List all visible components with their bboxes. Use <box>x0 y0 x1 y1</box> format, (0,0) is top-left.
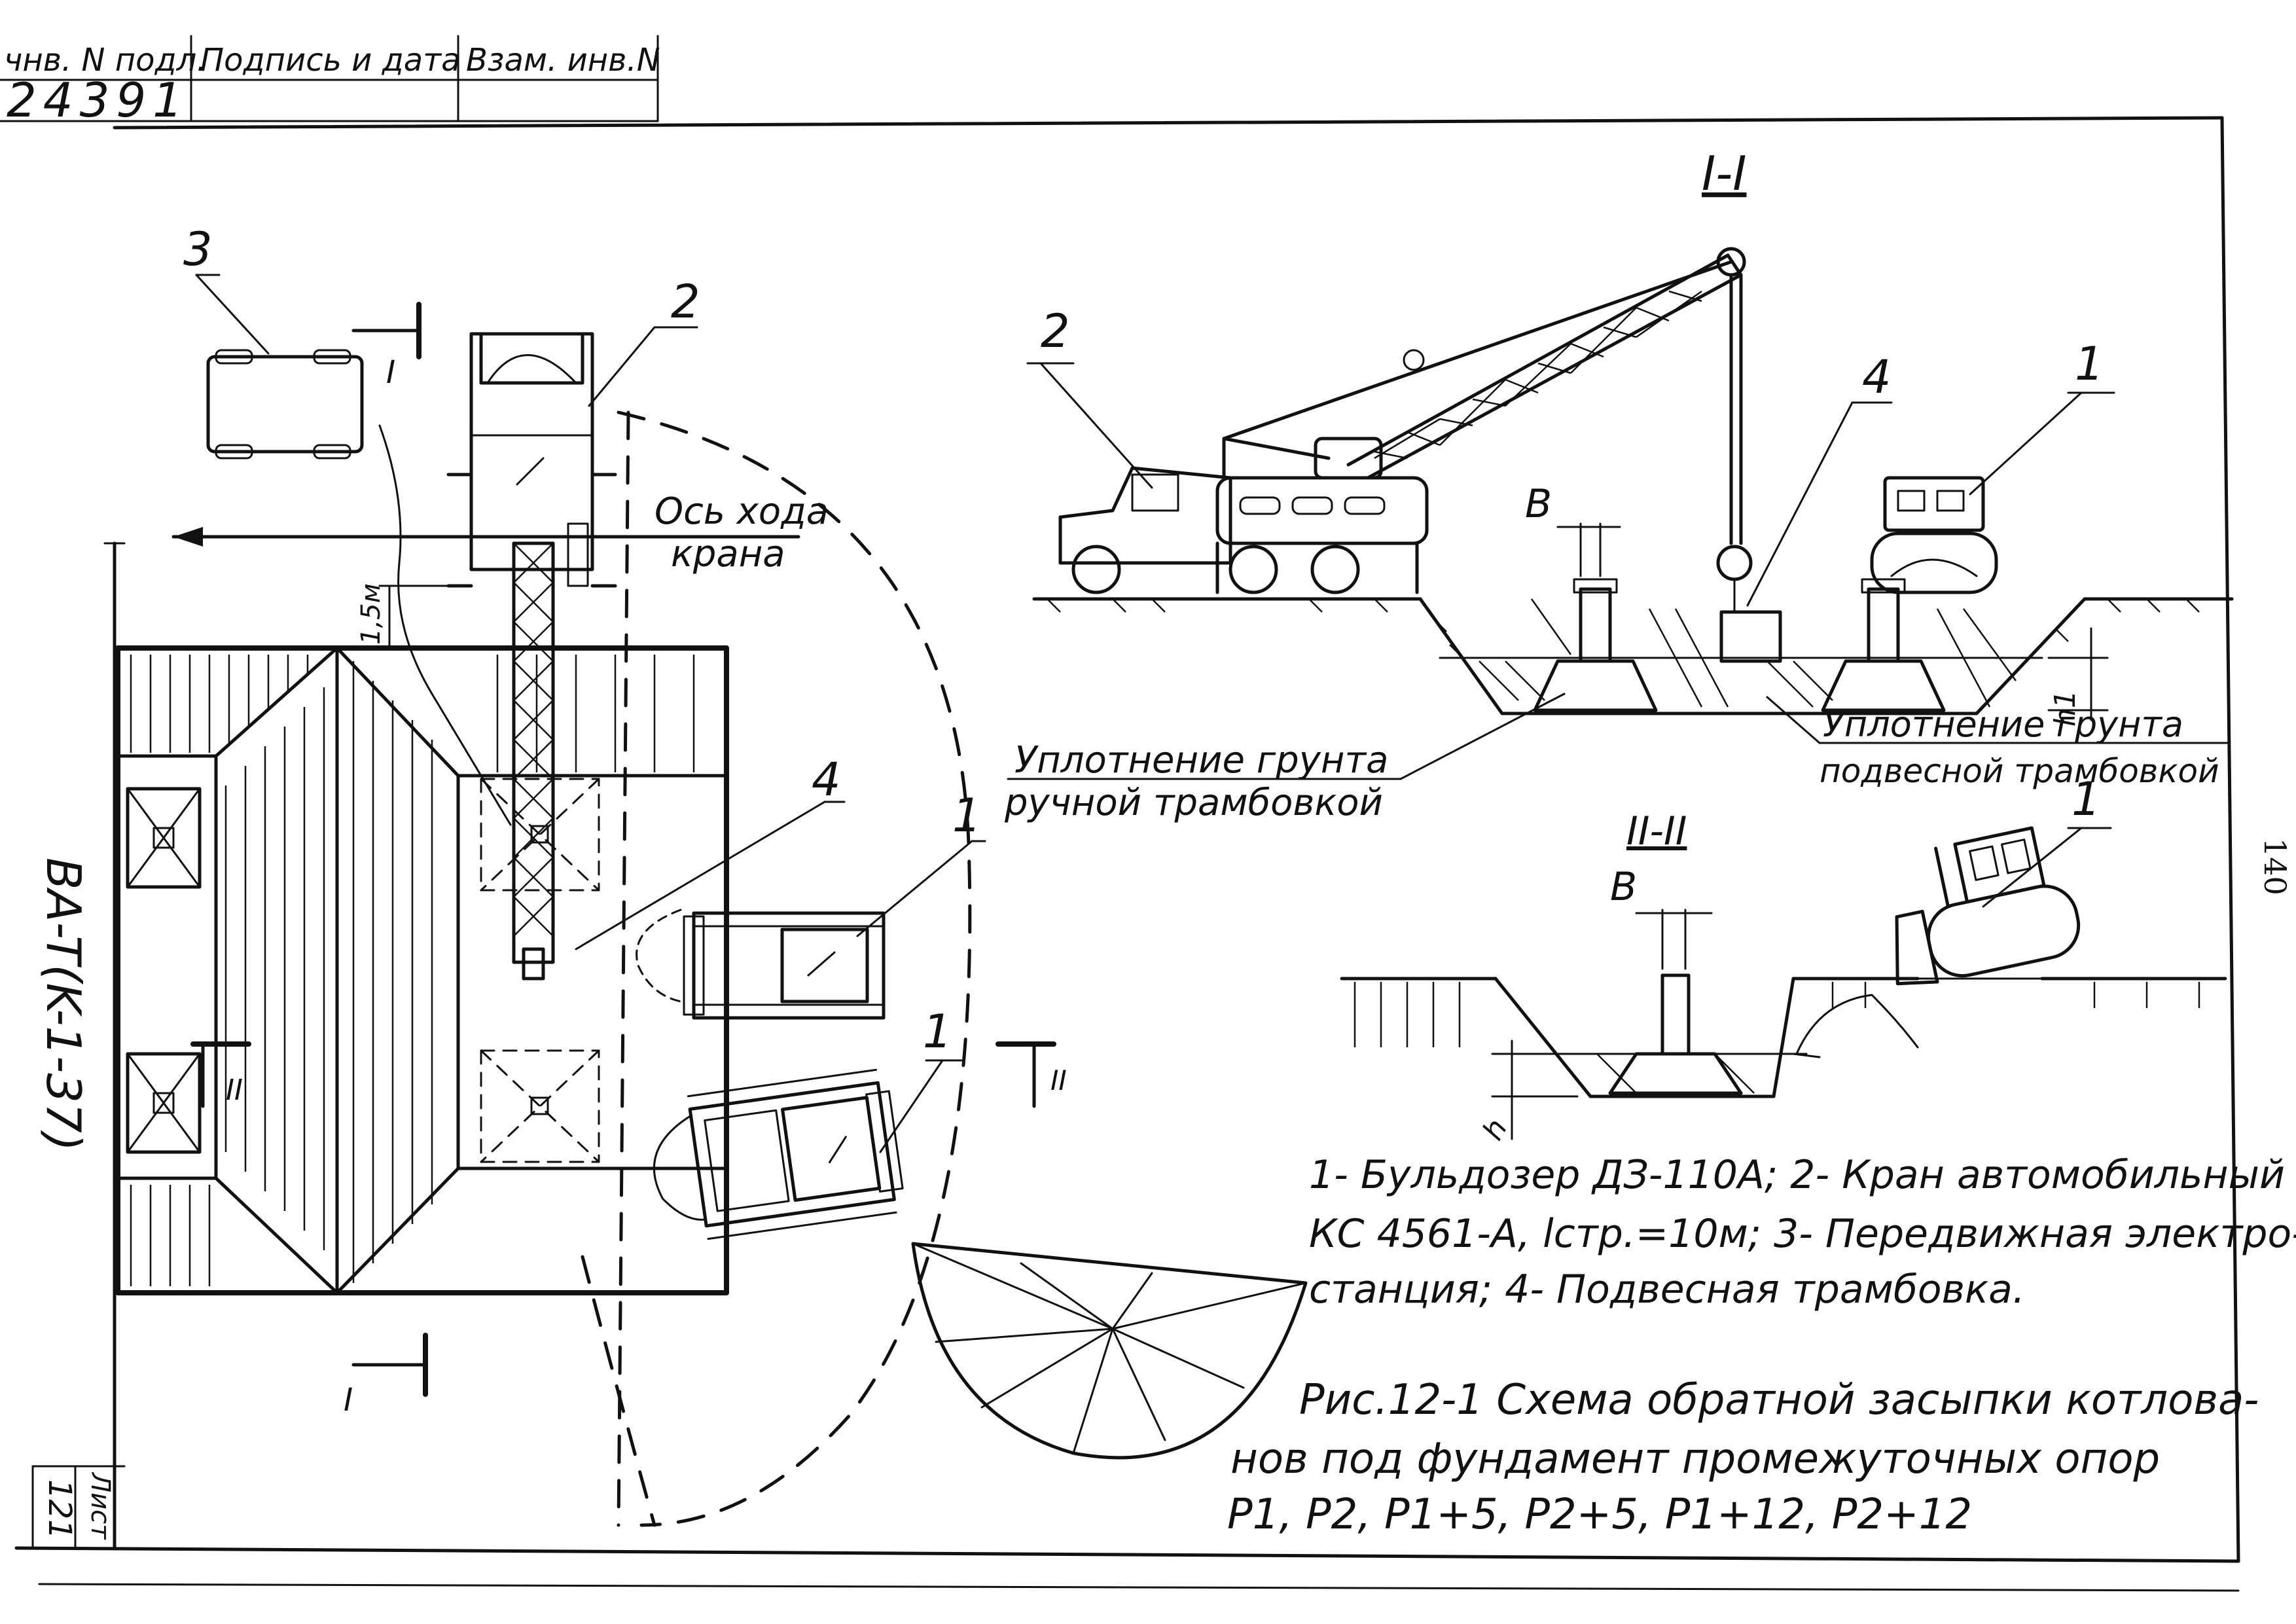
dimension-b-II-label: B <box>1610 864 1637 910</box>
footing-pad-center-upper <box>480 778 600 892</box>
sheet-corner-block: Лист 121 <box>31 1465 126 1549</box>
figure-caption: Рис.12-1 Схема обратной засыпки котлова-… <box>1227 1376 2259 1539</box>
section-I-top-label: I <box>386 354 395 391</box>
section-II-title: II-II <box>1626 808 1687 854</box>
ground-hatch-II <box>1354 982 2200 1047</box>
section-II-view: II-II <box>1340 772 2227 1146</box>
section-I-title: I-I <box>1702 146 1746 201</box>
section-mark-II-left: II <box>190 1041 251 1108</box>
title-stamp: чнв. N подл. Подпись и дата Взам. инв.N … <box>0 35 660 128</box>
section-I-bottom-label: I <box>344 1382 353 1418</box>
legend-line-1: 1- Бульдозер ДЗ-110А; 2- Кран автомобиль… <box>1309 1152 2285 1198</box>
section-mark-I-top: I <box>351 302 422 391</box>
footing-section-II <box>1596 973 1755 1095</box>
bulldozer-side-II <box>1895 826 2081 986</box>
note-hand-compaction-2: ручной трамбовкой <box>1004 782 1383 824</box>
note-hung-compaction-1: Уплотнение грунта <box>1823 704 2183 745</box>
stamp-inventory-header: чнв. N подл. <box>4 42 207 79</box>
bulldozer-side-I <box>1870 476 1998 594</box>
section-II-right-label: II <box>1050 1064 1067 1096</box>
page-number: 140 <box>2257 838 2293 895</box>
bulldozer-plan-upper <box>636 909 886 1020</box>
dimension-h-II-label: h <box>1476 1113 1514 1146</box>
ground-hatch-I <box>1047 598 2200 659</box>
stamp-inventory-number: 24391 <box>7 73 189 128</box>
legend: 1- Бульдозер ДЗ-110А; 2- Кран автомобиль… <box>1309 1152 2296 1312</box>
section-mark-I-bottom: I <box>344 1333 428 1418</box>
footing-pad-left-lower <box>126 1052 202 1154</box>
sheet-number: 121 <box>41 1479 78 1540</box>
slope-hatching <box>130 655 695 1286</box>
suspended-tamper <box>1719 610 1782 663</box>
legend-line-2: КС 4561-А, lстр.=10м; 3- Передвижная эле… <box>1309 1211 2296 1257</box>
plan-label-item-1-lower: 1 <box>923 1005 952 1058</box>
caption-line-3: Р1, Р2, Р1+5, Р2+5, Р1+12, Р2+12 <box>1227 1490 1972 1539</box>
plan-view: Ось хода крана 1,5м I I II <box>115 223 1308 1527</box>
note-hand-compaction-1: Уплотнение грунта <box>1014 739 1388 782</box>
dimension-h1-I-label: h1 <box>2049 690 2082 727</box>
footing-section-right <box>1821 578 1946 712</box>
section-II-left-label: II <box>226 1074 243 1107</box>
compaction-fan-area <box>911 1242 1308 1460</box>
crane-truck-plan <box>446 332 617 981</box>
plan-label-item-3: 3 <box>183 223 213 276</box>
dimension-offset: 1,5м <box>356 583 473 649</box>
section-I-label-item-1: 1 <box>2075 337 2104 391</box>
caption-line-2: нов под фундамент промежуточных опор <box>1230 1435 2160 1483</box>
plan-label-item-4: 4 <box>812 753 841 806</box>
dimension-h-II: h <box>1476 1039 1579 1146</box>
dimension-h1-I: h1 <box>2047 627 2109 727</box>
dimension-b-II: B <box>1610 864 1713 970</box>
crane-truck-side <box>1058 247 1753 613</box>
dimension-b-I-label: B <box>1525 481 1552 527</box>
margin-document-code: BA-T(K-1-37) <box>36 857 91 1151</box>
stamp-replacement-header: Взам. инв.N <box>466 42 660 79</box>
section-I-label-item-4: 4 <box>1862 350 1892 404</box>
section-I-view: I-I <box>1004 146 2234 824</box>
crane-axis-label-1: Ось хода <box>655 490 829 533</box>
section-mark-II-right: II <box>996 1041 1067 1108</box>
plan-label-item-2: 2 <box>671 275 700 329</box>
note-hung-compaction-2: подвесной трамбовкой <box>1820 752 2219 790</box>
plan-label-item-1-upper: 1 <box>952 789 982 842</box>
stamp-signature-header: Подпись и дата <box>200 42 461 79</box>
caption-line-1: Рис.12-1 Схема обратной засыпки котлова- <box>1299 1376 2259 1424</box>
crane-axis-label-2: крана <box>671 533 785 575</box>
dimension-offset-label: 1,5м <box>356 583 386 645</box>
crane-axis: Ось хода крана <box>171 490 829 575</box>
footing-pad-left-upper <box>126 787 202 889</box>
dimension-b-I: B <box>1525 481 1621 577</box>
crane-swing-arc <box>617 410 972 1527</box>
section-I-label-item-2: 2 <box>1041 304 1070 358</box>
backfill-hatch-I <box>1479 598 2017 708</box>
footing-section-left <box>1533 578 1658 712</box>
power-station-plan <box>206 349 512 826</box>
drawing-frame <box>14 116 2240 1592</box>
section-II-label-item-1: 1 <box>2072 772 2101 826</box>
bulldozer-plan-lower <box>653 1068 904 1240</box>
pit-outline <box>115 645 729 1295</box>
footing-pad-center-lower <box>480 1049 600 1163</box>
pit-profile-II <box>1494 977 1795 1098</box>
legend-line-3: станция; 4- Подвесная трамбовка. <box>1309 1267 2025 1312</box>
sheet-label: Лист <box>85 1471 115 1540</box>
